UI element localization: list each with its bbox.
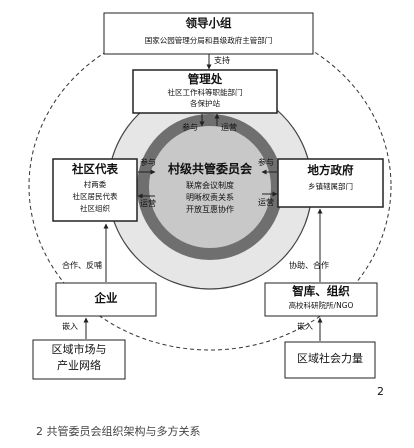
management-box bbox=[132, 69, 278, 114]
cooperate-feedback-label: 合作、反哺 bbox=[62, 261, 102, 270]
embed-right-label: 嵌入 bbox=[297, 322, 313, 331]
social-title: 区域社会力量 bbox=[297, 352, 363, 365]
community-box bbox=[52, 158, 138, 222]
management-sub-1: 社区工作科等职能部门 bbox=[167, 88, 243, 97]
core-circle bbox=[149, 126, 271, 248]
assist-cooperate-label: 协助、合作 bbox=[289, 261, 329, 270]
management-sub-2: 各保护站 bbox=[190, 99, 220, 108]
enterprise-box bbox=[55, 282, 157, 317]
think-tank-sub: 高校科研院所/NGO bbox=[288, 301, 354, 310]
market-title-2: 产业网络 bbox=[57, 359, 101, 372]
think-tank-title: 智库、组织 bbox=[292, 284, 350, 298]
social-box bbox=[284, 341, 376, 379]
embed-left-label: 嵌入 bbox=[62, 322, 78, 331]
community-sub-2: 社区居民代表 bbox=[72, 192, 118, 201]
right-operate-label: 运营 bbox=[258, 198, 274, 207]
community-title: 社区代表 bbox=[72, 162, 118, 176]
center-title: 村级共管委员会 bbox=[167, 162, 252, 176]
center-line-3: 开放互惠协作 bbox=[186, 205, 234, 214]
figure-caption: 2 共管委员会组织架构与多方关系 bbox=[36, 425, 201, 438]
leadership-subtitle: 国家公园管理分局和县级政府主管部门 bbox=[144, 36, 273, 45]
management-title: 管理处 bbox=[187, 72, 223, 86]
local-gov-title: 地方政府 bbox=[307, 163, 354, 177]
enterprise-title: 企业 bbox=[94, 291, 118, 305]
figure-number: 2 bbox=[377, 385, 384, 398]
community-sub-1: 村两委 bbox=[83, 180, 107, 189]
left-operate-label: 运营 bbox=[140, 199, 156, 208]
leadership-box bbox=[103, 12, 314, 55]
left-participate-label: 参与 bbox=[140, 158, 156, 167]
center-line-1: 联席会议制度 bbox=[186, 181, 234, 190]
community-sub-3: 社区组织 bbox=[80, 204, 110, 213]
local-gov-box bbox=[277, 158, 384, 208]
right-participate-label: 参与 bbox=[258, 158, 274, 167]
top-operate-label: 运营 bbox=[221, 123, 237, 132]
local-gov-sub: 乡镇辖属部门 bbox=[308, 182, 353, 191]
market-title-1: 区域市场与 bbox=[51, 343, 107, 356]
center-line-2: 明晰权责关系 bbox=[186, 193, 234, 202]
top-participate-label: 参与 bbox=[182, 123, 198, 132]
think-tank-box bbox=[264, 282, 378, 317]
leadership-title: 领导小组 bbox=[185, 16, 232, 30]
market-box bbox=[32, 339, 126, 380]
support-label: 支持 bbox=[214, 56, 230, 65]
